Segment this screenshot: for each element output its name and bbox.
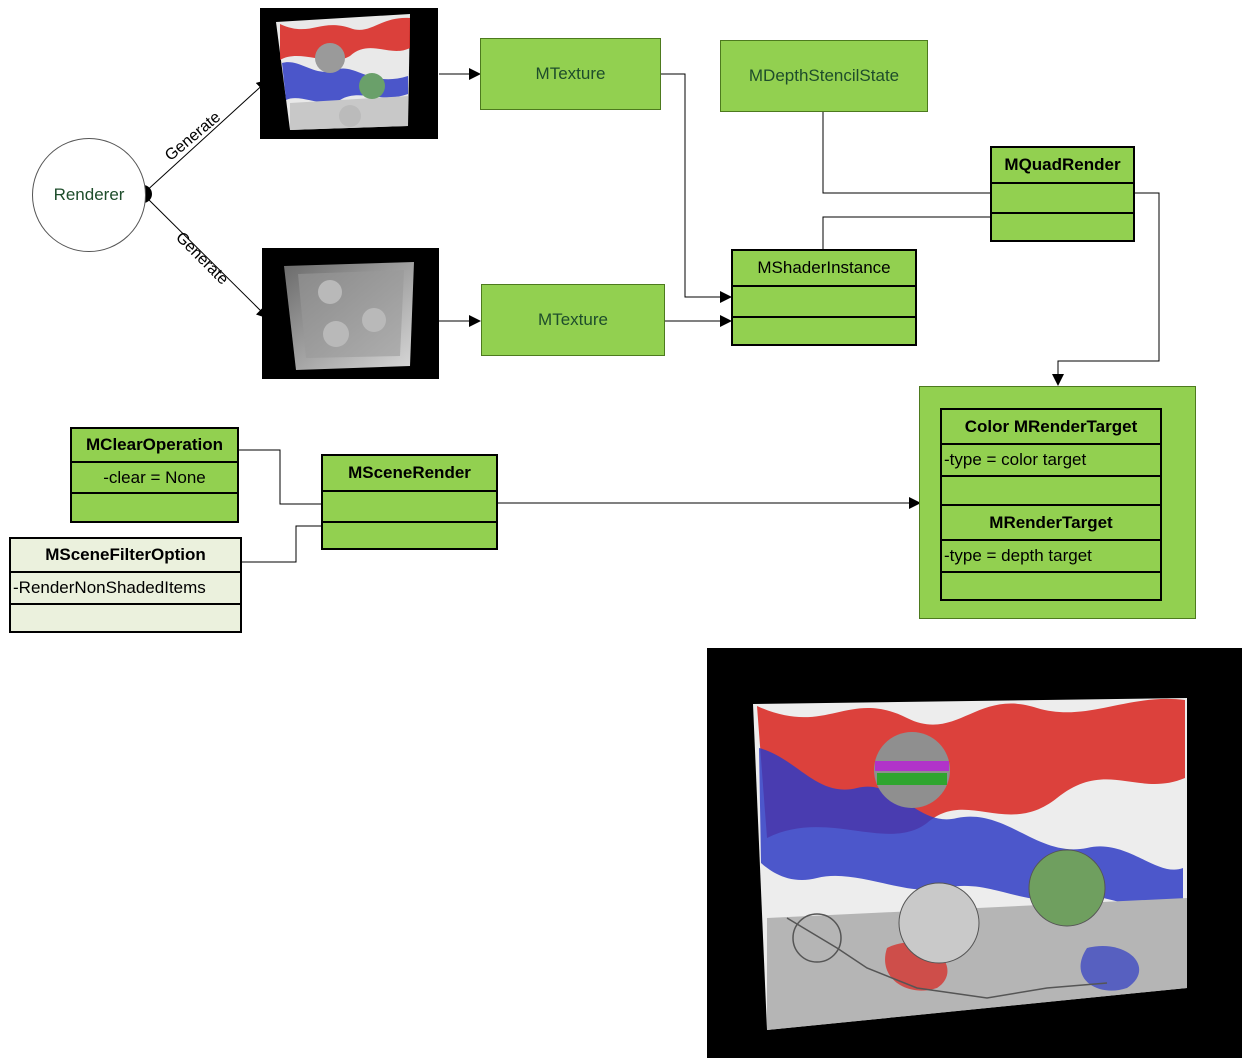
color-render-target-attribute: -type = color target (942, 443, 1160, 475)
color-render-target-class: Color MRenderTarget -type = color target (940, 408, 1162, 506)
shader-instance-attributes (733, 285, 915, 316)
clear-to-scene-edge (239, 449, 322, 505)
shader-instance-operations (733, 316, 915, 344)
generate-top-edge (142, 79, 269, 195)
depth-render-target-attribute: -type = depth target (942, 539, 1160, 571)
scene-filter-option-title: MSceneFilterOption (45, 545, 206, 564)
color-render-target-operations (942, 475, 1160, 504)
scene-render-class: MSceneRender (321, 454, 498, 550)
scene-filter-option-operations (11, 603, 240, 631)
scene-filter-option-class: MSceneFilterOption -RenderNonShadedItems (9, 537, 242, 633)
depth-stencil-state-node: MDepthStencilState (720, 40, 928, 112)
depth-render-target-title: MRenderTarget (989, 512, 1113, 532)
shader-instance-title: MShaderInstance (757, 258, 891, 277)
clear-operation-title: MClearOperation (86, 435, 223, 454)
depth-stencil-to-quad-edge (822, 112, 991, 194)
quad-render-attributes (992, 182, 1133, 212)
quad-render-operations (992, 212, 1133, 240)
scene-render-attributes (323, 490, 496, 521)
texture-node-bottom-label: MTexture (538, 310, 608, 329)
renderer-label: Renderer (53, 185, 125, 204)
texture-node-top-label: MTexture (535, 64, 606, 83)
color-render-target-title: Color MRenderTarget (964, 416, 1138, 436)
quad-render-title: MQuadRender (1004, 155, 1121, 174)
depth-render-image (262, 248, 439, 379)
filter-to-scene-edge (242, 525, 322, 563)
scene-render-title: MSceneRender (348, 463, 471, 482)
quad-to-targets-edge (1052, 192, 1160, 386)
clear-operation-attribute: -clear = None (72, 461, 237, 492)
texture-node-bottom: MTexture (481, 284, 665, 356)
shader-to-quad-edge (822, 216, 991, 249)
quad-render-class: MQuadRender (990, 146, 1135, 242)
clear-operation-class: MClearOperation -clear = None (70, 427, 239, 523)
scene-render-operations (323, 521, 496, 548)
shader-instance-class: MShaderInstance (731, 249, 917, 346)
depth-stencil-state-label: MDepthStencilState (748, 66, 900, 85)
generate-bottom-edge (142, 193, 269, 319)
clear-operation-operations (72, 492, 237, 521)
color-render-image (260, 8, 438, 139)
renderer-node: Renderer (32, 138, 146, 252)
texture-node-top: MTexture (480, 38, 661, 110)
depth-render-target-operations (942, 571, 1160, 599)
final-render-image (707, 648, 1242, 1058)
depth-render-target-class: MRenderTarget -type = depth target (940, 504, 1162, 601)
texture-top-to-shader-edge (660, 73, 732, 303)
scene-filter-option-attribute: -RenderNonShadedItems (11, 571, 240, 603)
